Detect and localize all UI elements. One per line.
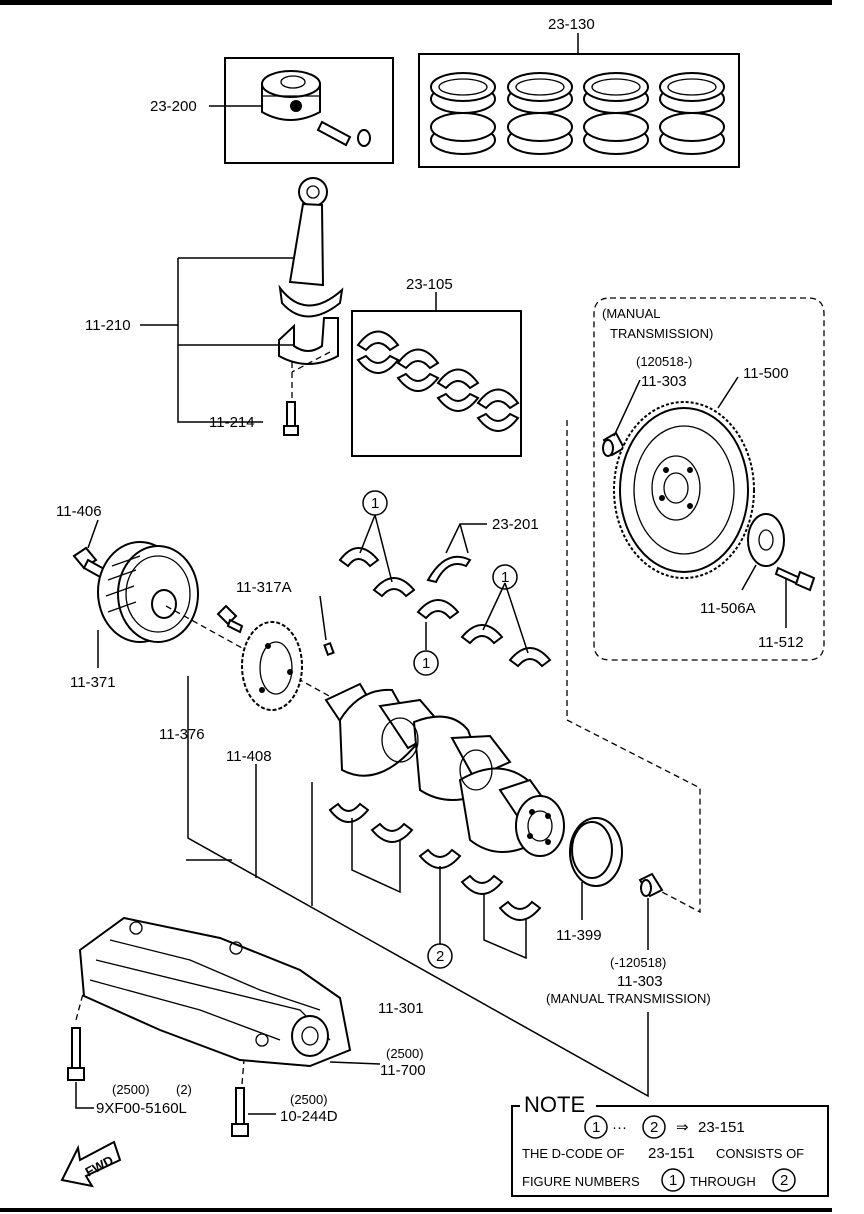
label-oil-pump-qual: (2500) [386,1046,424,1061]
label-thrust-washers: 23-201 [492,516,539,533]
label-trigger-plate: 11-408 [226,748,272,765]
connecting-rod-group[interactable]: 11-210 11-214 [85,177,344,436]
label-rings: 23-130 [548,16,595,33]
svg-text:2: 2 [436,948,444,965]
manual-transmission-group[interactable]: (MANUAL TRANSMISSION) (120518-) 11-303 1… [593,297,825,661]
pilot-bearing-old-group[interactable]: (-120518) 11-303 (MANUAL TRANSMISSION) [546,872,711,1006]
note-line2-code: 23-151 [648,1145,695,1162]
oil-pump-bolt-a-group[interactable]: (2500) (2) 9XF00-5160L [67,989,245,1117]
label-plate-bolt: 11-376 [159,726,205,743]
label-bolt-b: 10-244D [280,1108,338,1125]
plate-bolt-part [216,604,244,634]
callout-1-a: 1 [362,490,388,516]
callout-2-a: 2 [427,943,453,969]
label-piston: 23-200 [150,98,197,115]
note-line3-prefix: FIGURE NUMBERS [522,1174,640,1189]
note-target: 23-151 [698,1119,745,1136]
oil-seal-part [569,817,623,887]
label-pilot-bearing-old-note: (MANUAL TRANSMISSION) [546,991,711,1006]
piston-ring-set [430,72,725,155]
trigger-plate-group[interactable]: 11-317A 11-376 11-408 [159,579,335,765]
note-line3-to: 2 [780,1172,788,1189]
label-manual-trans-2: TRANSMISSION) [610,326,713,341]
label-conrod: 11-210 [85,317,131,334]
label-pulley: 11-371 [70,674,116,691]
label-oil-seal: 11-399 [556,927,602,944]
label-backing-plate: 11-506A [700,600,756,617]
oil-pump-part [78,916,352,1068]
label-crankshaft: 11-301 [378,1000,424,1017]
label-oil-pump: 11-700 [380,1062,426,1079]
label-key: 11-317A [236,579,292,596]
thrust-washers-part [426,555,472,584]
note-line2-suffix: CONSISTS OF [716,1146,804,1161]
label-pulley-bolt: 11-406 [56,503,102,520]
key-part [323,641,335,657]
pilot-bearing-old-part [638,872,664,898]
pulley-guide-line [165,605,341,703]
lower-bearing-shells [328,802,542,921]
piston-pin-part [316,120,371,147]
label-bolt-a: 9XF00-5160L [96,1100,187,1117]
top-border [0,0,832,5]
trigger-plate-part [241,621,303,711]
fwd-arrow: FWD [60,1140,122,1188]
conrod-bolt-part [283,401,299,436]
note-ellipsis: ··· [612,1119,627,1136]
note-title: NOTE [524,1092,585,1117]
callout-1-b: 1 [492,564,518,590]
note-box: NOTE 1 ··· 2 ⇒ 23-151 THE D-CODE OF 23-1… [511,1092,829,1197]
piston-rings-group[interactable]: 23-130 [418,16,740,168]
note-arrow: ⇒ [676,1119,689,1136]
rod-bearing-shells [356,330,520,432]
label-bolt-b-qual: (2500) [290,1092,328,1107]
bottom-border [0,1208,832,1212]
label-pilot-bearing-new: 11-303 [641,373,687,390]
label-bolt-a-qual: (2500) [112,1082,150,1097]
label-flywheel-bolt: 11-512 [758,634,804,651]
svg-text:1: 1 [422,655,430,672]
label-pilot-bearing-old: 11-303 [617,973,663,990]
pulley-part [97,541,199,643]
label-manual-trans-1: (MANUAL [602,306,661,321]
label-pilot-date-old: (-120518) [610,955,666,970]
svg-text:1: 1 [501,569,509,586]
note-line2-prefix: THE D-CODE OF [522,1146,625,1161]
main-bearings-upper-group[interactable]: 23-201 [338,514,552,668]
label-bolt-a-qty: (2) [176,1082,192,1097]
crankshaft-group[interactable] [324,682,565,857]
svg-text:1: 1 [371,495,379,512]
note-range-from: 1 [592,1119,600,1136]
flywheel-bolt-part [774,566,816,592]
note-line3-mid: THROUGH [690,1174,756,1189]
piston-group[interactable]: 23-200 [150,57,394,164]
connecting-rod-part [278,177,344,410]
label-flywheel: 11-500 [743,365,789,382]
crankshaft-leaders [186,676,649,1098]
crankshaft-part [324,682,565,857]
bolt-a-part [67,1027,85,1081]
pulley-group[interactable]: 11-406 11-371 [56,503,199,691]
note-line3-from: 1 [669,1172,677,1189]
oil-pump-group[interactable]: (2500) 11-700 [78,916,426,1079]
main-bearings-lower-group[interactable] [328,802,542,960]
oil-seal-group[interactable]: 11-399 [556,817,623,944]
label-conrod-bolt: 11-214 [209,414,255,431]
bolt-b-part [231,1087,249,1137]
piston-part [261,70,321,121]
upper-bearing-shells [338,547,552,668]
pilot-bearing-new-part [602,431,626,457]
rod-bearings-group[interactable]: 23-105 [351,276,522,457]
flywheel-guide-line [566,420,701,914]
backing-plate-part [747,513,785,567]
label-rod-bearings: 23-105 [406,276,453,293]
oil-pump-bolt-b-group[interactable]: (2500) 10-244D [231,1087,338,1137]
note-range-to: 2 [650,1119,658,1136]
label-pilot-date-new: (120518-) [636,354,692,369]
flywheel-part [613,401,755,579]
callout-1-c: 1 [413,650,439,676]
